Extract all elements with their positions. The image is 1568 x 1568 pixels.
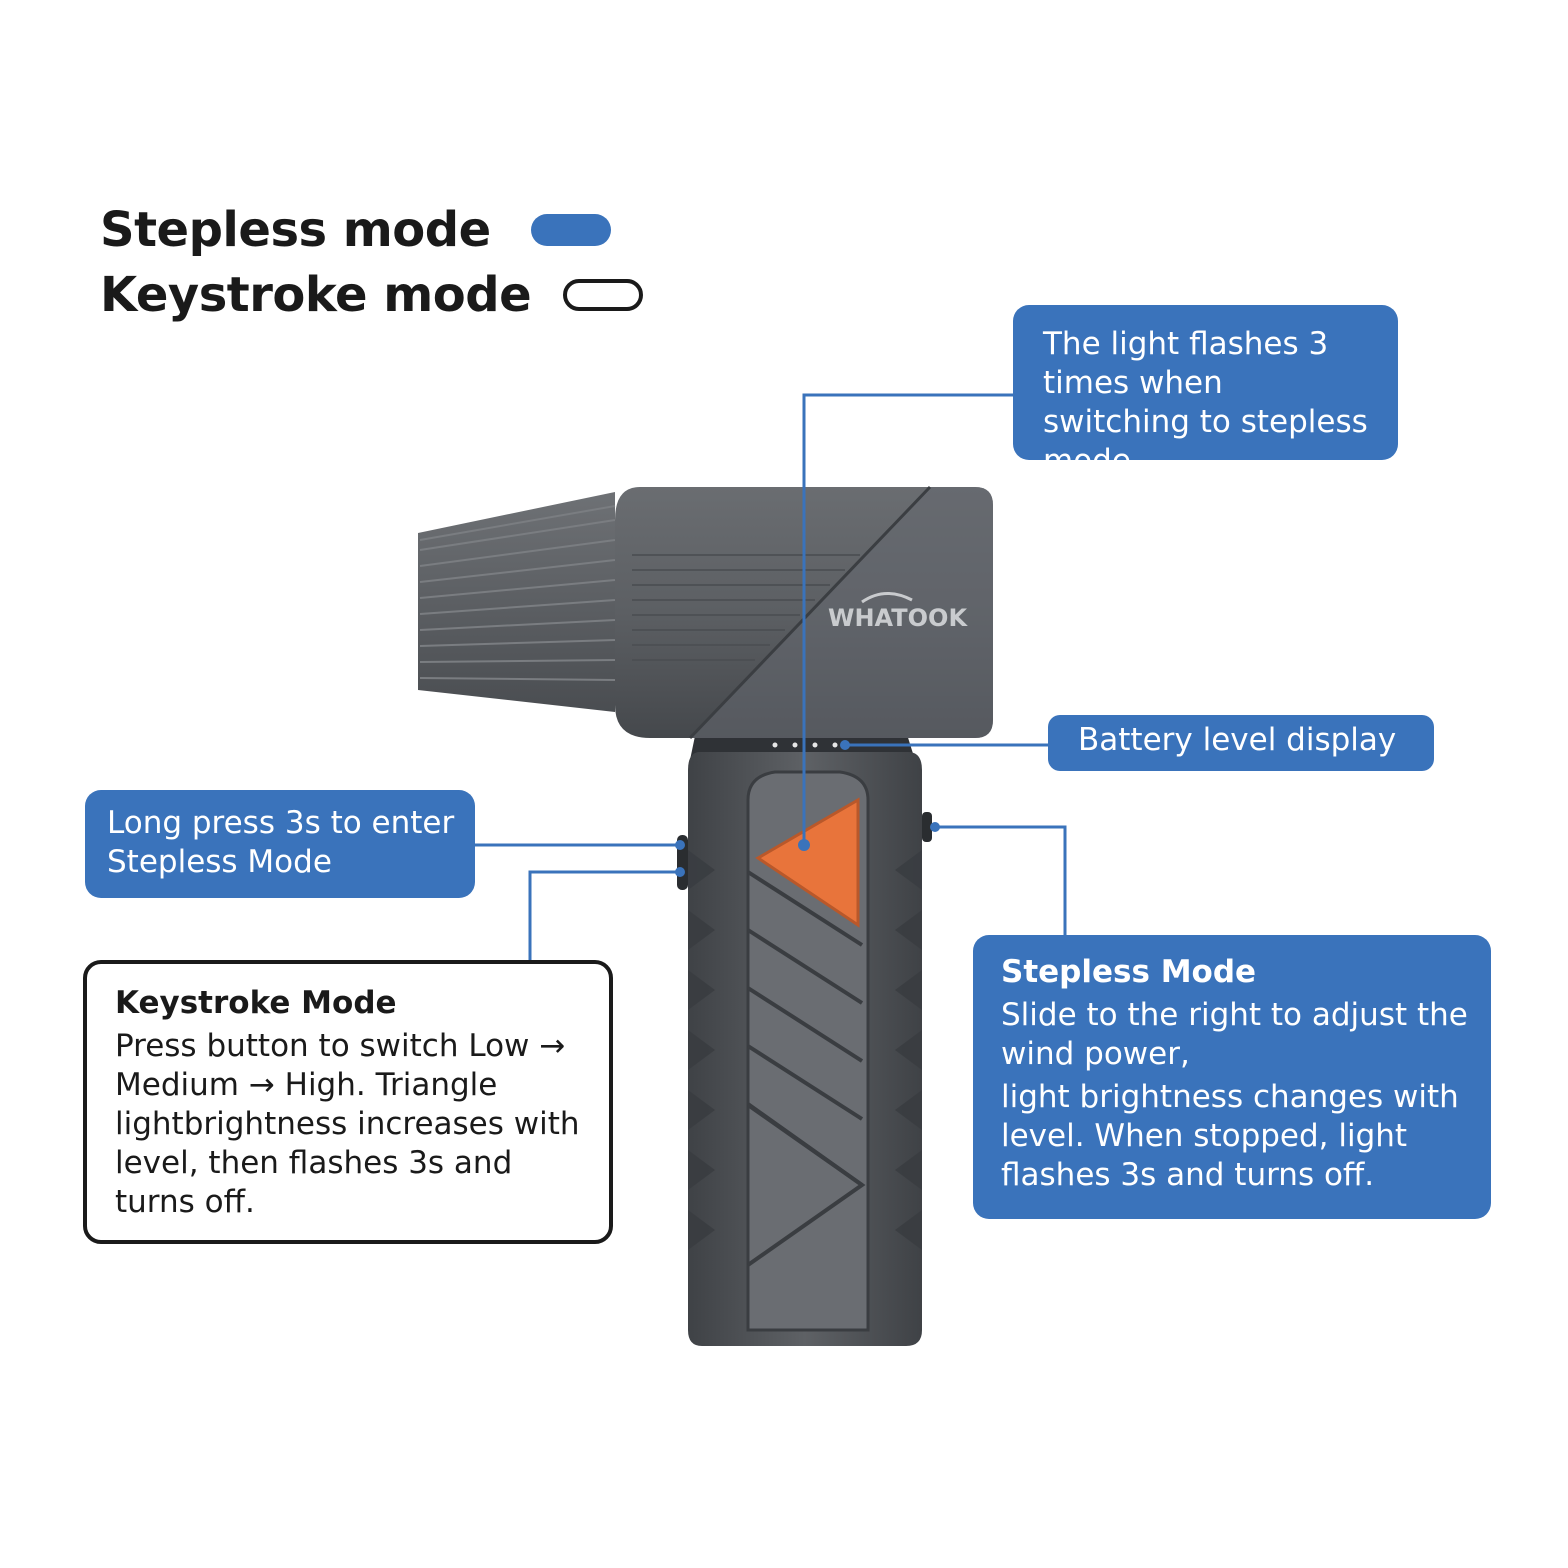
- brand-logo: WHATOOK: [828, 604, 968, 632]
- legend-keystroke-swatch: [563, 279, 644, 311]
- callout-light-flash: The light flashes 3 times when switching…: [1013, 305, 1398, 479]
- callout-stepless-body-2: light brightness changes with level. Whe…: [1001, 1079, 1459, 1193]
- callout-stepless-mode: Stepless Mode Slide to the right to adju…: [973, 935, 1491, 1219]
- legend-stepless: Stepless mode: [100, 200, 611, 260]
- mode-light-triangle: [755, 797, 860, 928]
- nozzle: [418, 492, 616, 712]
- callout-keystroke-title: Keystroke Mode: [115, 985, 397, 1021]
- callout-keystroke-body: Press button to switch Low → Medium → Hi…: [115, 1028, 580, 1220]
- legend-keystroke: Keystroke mode: [100, 265, 644, 325]
- callout-keystroke-mode: Keystroke Mode Press button to switch Lo…: [83, 960, 613, 1244]
- callout-long-press: Long press 3s to enter Stepless Mode: [85, 790, 475, 898]
- handle: [677, 752, 932, 1346]
- legend-stepless-swatch: [530, 214, 611, 246]
- callout-stepless-title: Stepless Mode: [1001, 954, 1257, 990]
- legend-keystroke-label: Keystroke mode: [100, 267, 532, 323]
- callout-battery-text: Battery level display: [1078, 722, 1397, 758]
- leader-lines: [473, 393, 1067, 960]
- side-slider-right[interactable]: [922, 812, 932, 842]
- callout-light-flash-text: The light flashes 3 times when switching…: [1043, 326, 1368, 479]
- callout-battery: Battery level display: [1048, 715, 1434, 771]
- battery-indicator: [772, 742, 838, 748]
- legend-stepless-label: Stepless mode: [100, 202, 491, 258]
- callout-stepless-body-1: Slide to the right to adjust the wind po…: [1001, 997, 1468, 1072]
- callout-long-press-text: Long press 3s to enter Stepless Mode: [107, 805, 455, 880]
